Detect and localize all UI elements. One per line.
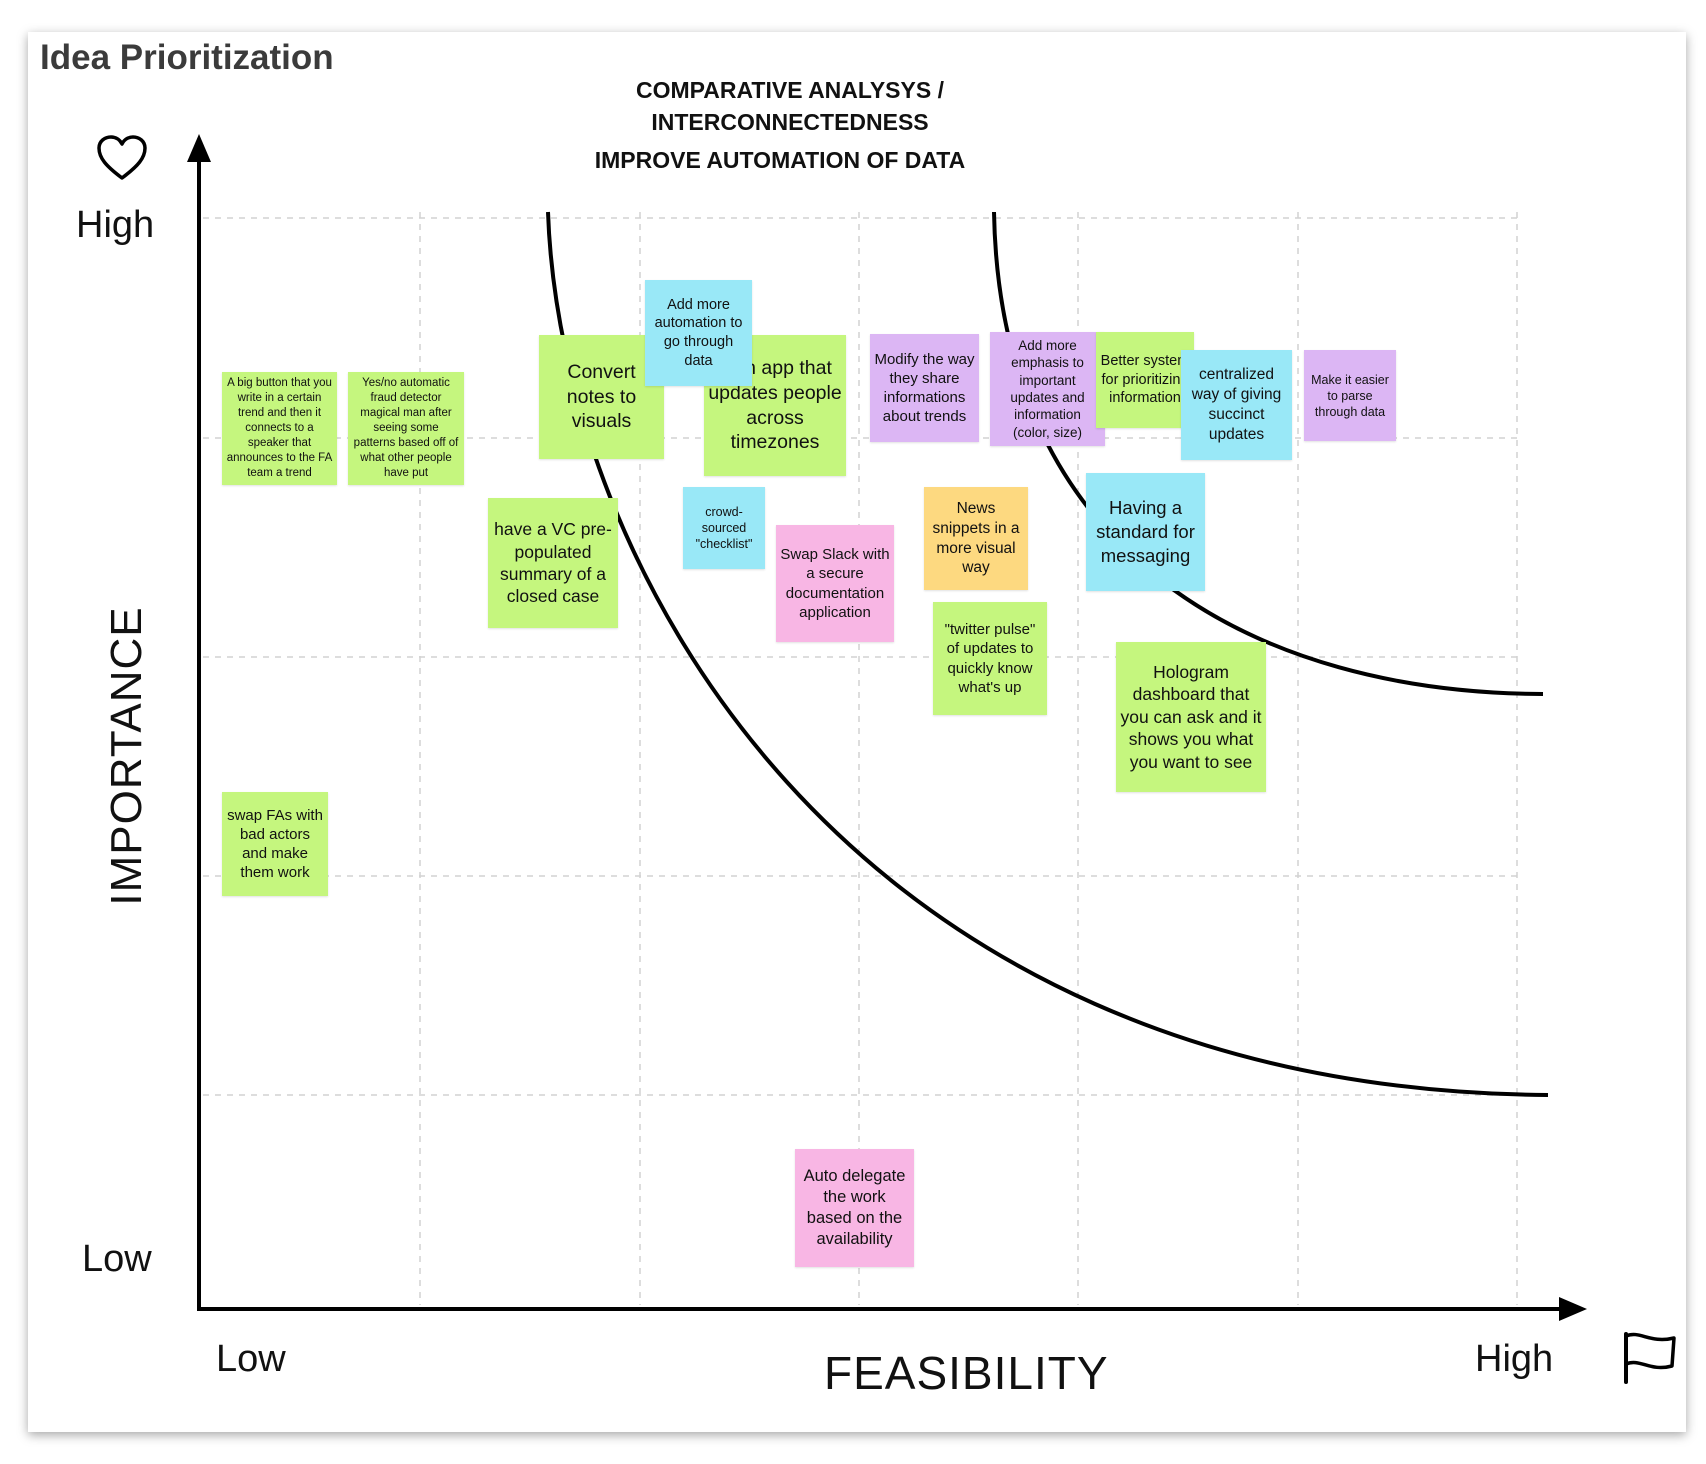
sticky-note-text: News snippets in a more visual way [932,499,1020,577]
sticky-note-text: Swap Slack with a secure documentation a… [780,546,890,621]
sticky-note-text: swap FAs with bad actors and make them w… [227,806,323,882]
sticky-note-auto-delegate[interactable]: Auto delegate the work based on the avai… [795,1149,914,1267]
sticky-note-hologram-dashboard[interactable]: Hologram dashboard that you can ask and … [1116,642,1266,792]
sticky-note-text: Hologram dashboard that you can ask and … [1120,662,1262,772]
improve-automation-note: IMPROVE AUTOMATION OF DATA [594,147,966,173]
sticky-note-add-emphasis[interactable]: Add more emphasis to important updates a… [990,332,1105,446]
sticky-note-text: centralized way of giving succinct updat… [1191,366,1282,443]
sticky-note-modify-sharing[interactable]: Modify the way they share informations a… [870,334,979,442]
comparative-analysis-note: COMPARATIVE ANALYSYS / INTERCONNECTEDNES… [636,77,944,135]
sticky-note-text: Modify the way they share informations a… [874,350,975,426]
sticky-note-messaging-standard[interactable]: Having a standard for messaging [1086,473,1205,591]
sticky-note-text: Make it easier to parse through data [1311,372,1389,419]
sticky-note-text: Better system for prioritizing informati… [1100,353,1190,407]
sticky-note-text: Convert notes to visuals [566,360,637,433]
sticky-note-text: A big button that you write in a certain… [226,377,333,479]
heart-icon [97,135,147,180]
sticky-note-crowd-checklist[interactable]: crowd-sourced "checklist" [683,487,765,569]
sticky-note-text: have a VC pre-populated summary of a clo… [494,519,612,607]
sticky-note-text: Add more automation to go through data [654,296,743,369]
sticky-note-swap-slack[interactable]: Swap Slack with a secure documentation a… [776,525,894,642]
sticky-note-centralized-updates[interactable]: centralized way of giving succinct updat… [1181,350,1292,460]
sticky-note-news-snippets[interactable]: News snippets in a more visual way [924,487,1028,590]
sticky-note-text: Having a standard for messaging [1096,497,1195,566]
sticky-note-text: Add more emphasis to important updates a… [1010,338,1085,440]
sticky-note-text: crowd-sourced "checklist" [695,505,753,551]
sticky-note-convert-notes[interactable]: Convert notes to visuals [539,335,664,459]
sticky-note-vc-summary[interactable]: have a VC pre-populated summary of a clo… [488,498,618,628]
sticky-note-prioritizing-system[interactable]: Better system for prioritizing informati… [1096,332,1194,428]
y-axis-arrow [187,134,211,162]
y-axis-title: IMPORTANCE [102,606,151,906]
x-axis-title: FEASIBILITY [824,1347,1109,1399]
y-high-label: High [76,204,155,246]
flag-icon [1624,1332,1676,1384]
sticky-note-twitter-pulse[interactable]: "twitter pulse" of updates to quickly kn… [933,602,1047,715]
sticky-note-text: Auto delegate the work based on the avai… [803,1166,906,1249]
board-title: Idea Prioritization [40,38,334,77]
y-low-label: Low [82,1238,152,1280]
sticky-note-text: "twitter pulse" of updates to quickly kn… [944,621,1036,696]
sticky-note-text: Yes/no automatic fraud detector magical … [353,377,459,479]
x-low-label: Low [216,1338,286,1380]
sticky-note-add-automation[interactable]: Add more automation to go through data [645,280,752,386]
sticky-note-fraud-detector[interactable]: Yes/no automatic fraud detector magical … [348,372,464,485]
x-high-label: High [1475,1338,1554,1380]
sticky-note-swap-fas[interactable]: swap FAs with bad actors and make them w… [222,792,328,896]
sticky-note-big-button[interactable]: A big button that you write in a certain… [222,372,337,485]
sticky-note-parse-data[interactable]: Make it easier to parse through data [1304,350,1396,441]
x-axis-arrow [1559,1297,1587,1321]
